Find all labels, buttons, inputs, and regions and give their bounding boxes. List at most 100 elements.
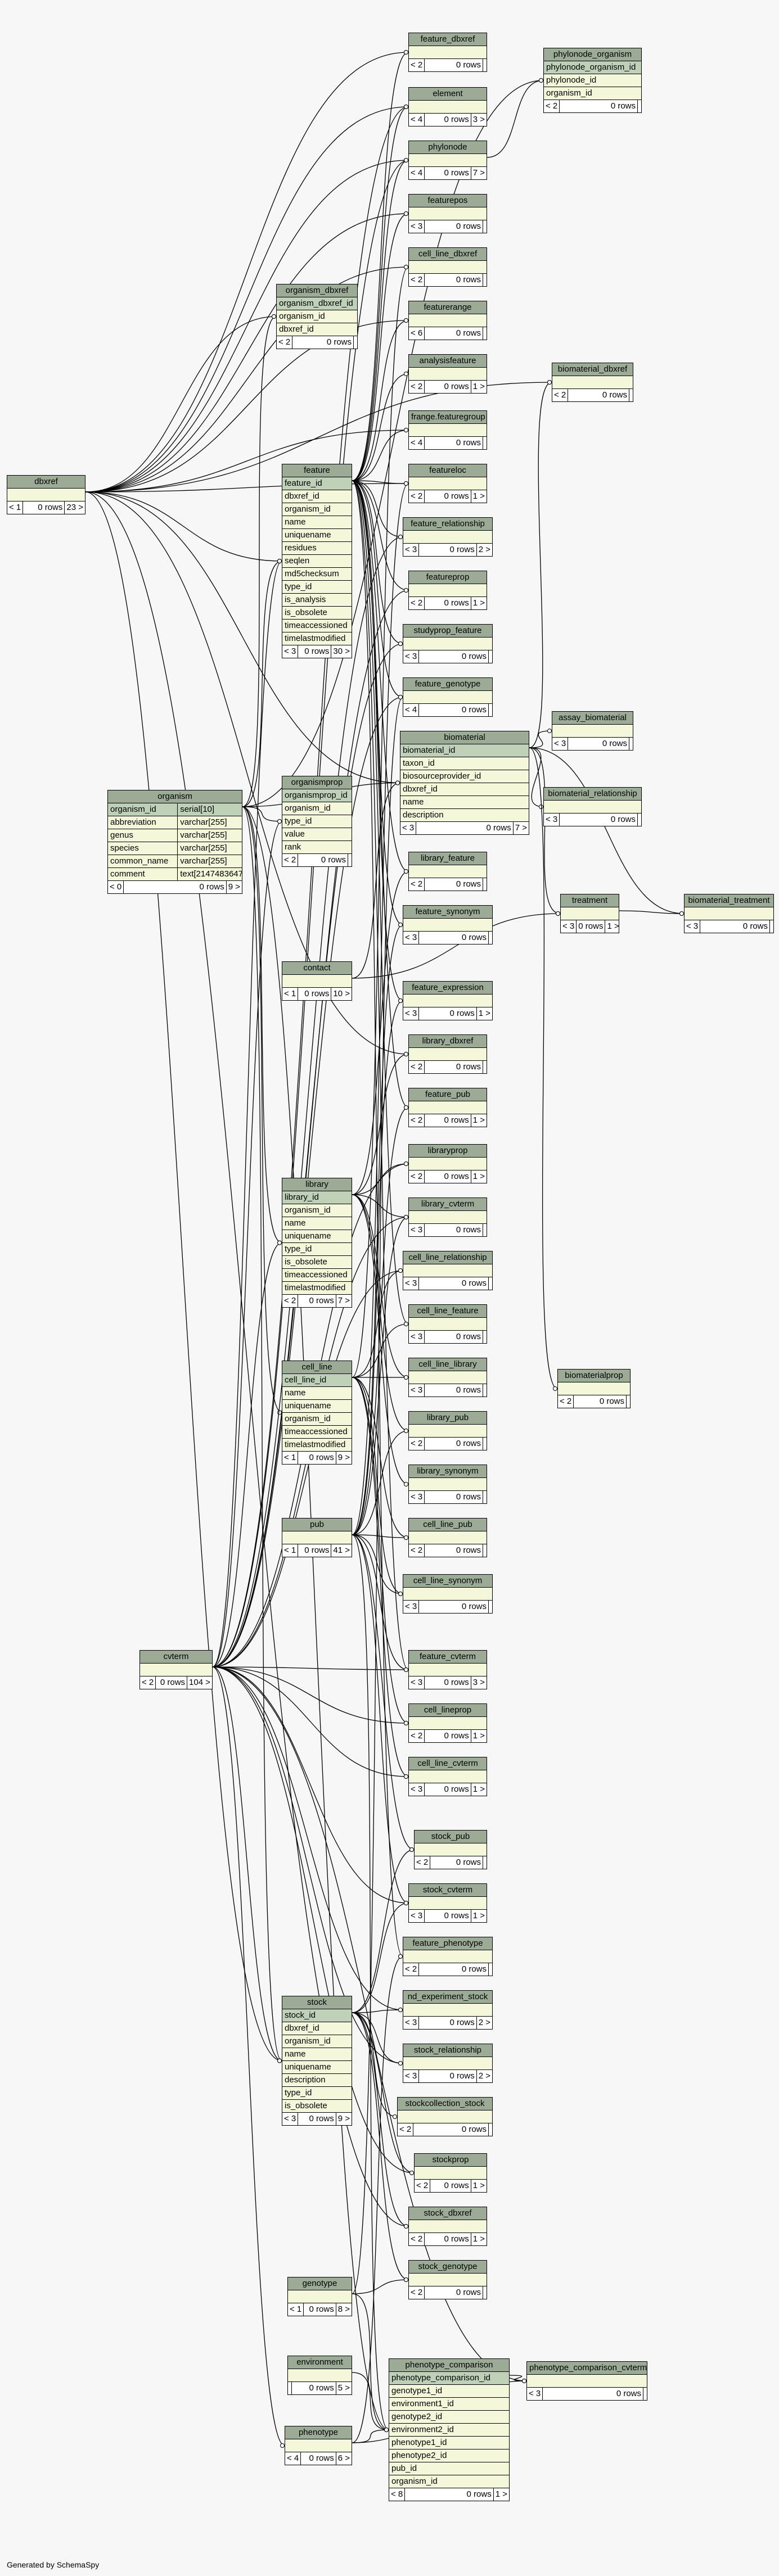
table-title[interactable]: cell_line_library (409, 1358, 487, 1371)
table-column[interactable]: name (282, 516, 352, 529)
primary-key-column[interactable]: cell_line_id (282, 1374, 352, 1387)
table-column[interactable]: organism_id (282, 1413, 352, 1426)
child-count[interactable]: 7 > (337, 1296, 350, 1305)
table-column[interactable]: type_id (282, 815, 352, 828)
table-column[interactable]: organism_id (544, 87, 641, 100)
table-title[interactable]: environment (288, 2356, 352, 2369)
child-count[interactable]: 1 > (472, 2234, 485, 2244)
child-count[interactable]: 1 > (472, 491, 485, 501)
table-title[interactable]: feature_synonym (403, 906, 492, 919)
child-count[interactable]: 23 > (66, 503, 83, 512)
table-title[interactable]: feature_genotype (403, 678, 492, 691)
parent-count[interactable]: < 2 (409, 1114, 425, 1127)
parent-count[interactable]: < 3 (403, 2017, 420, 2029)
parent-count[interactable]: < 3 (409, 1331, 425, 1343)
child-count[interactable]: 9 > (337, 2114, 350, 2123)
table-column[interactable]: dbxref_id (277, 323, 357, 336)
table-column[interactable]: type_id (282, 1243, 352, 1256)
parent-count[interactable]: < 3 (403, 932, 420, 944)
child-count[interactable]: 10 > (333, 989, 350, 998)
primary-key-column[interactable]: library_id (282, 1191, 352, 1204)
child-count[interactable] (629, 738, 633, 750)
parent-count[interactable]: < 4 (409, 114, 425, 126)
primary-key-column[interactable]: biomaterial_id (400, 744, 529, 757)
table-column[interactable]: name (400, 796, 529, 809)
child-count[interactable]: 1 > (472, 598, 485, 608)
parent-count[interactable]: < 3 (282, 645, 299, 658)
table-column[interactable]: organism_id (277, 310, 357, 323)
child-count[interactable]: 1 > (472, 1731, 485, 1741)
table-title[interactable]: organism_dbxref (277, 284, 357, 297)
table-column[interactable]: is_analysis (282, 594, 352, 607)
child-count[interactable]: 1 > (472, 2181, 485, 2190)
table-column[interactable]: uniquename (282, 1230, 352, 1243)
child-count[interactable]: 2 > (478, 2071, 490, 2081)
child-count[interactable]: 2 > (478, 2018, 490, 2027)
table-title[interactable]: cell_line_synonym (403, 1575, 492, 1588)
child-count[interactable]: 41 > (333, 1545, 350, 1555)
table-title[interactable]: stockcollection_stock (398, 2098, 492, 2110)
child-count[interactable]: 3 > (472, 1678, 485, 1687)
child-count[interactable]: 7 > (472, 168, 485, 178)
child-count[interactable] (483, 1061, 487, 1073)
table-title[interactable]: cell_line_dbxref (409, 248, 487, 261)
parent-count[interactable]: < 3 (561, 920, 577, 933)
primary-key-column[interactable]: phenotype_comparison_id (389, 2372, 509, 2385)
table-column[interactable]: environment2_id (389, 2424, 509, 2437)
primary-key-column[interactable]: organism_dbxref_id (277, 297, 357, 310)
table-column[interactable]: is_obsolete (282, 1256, 352, 1269)
parent-count[interactable]: < 3 (527, 2388, 543, 2400)
parent-count[interactable]: < 2 (552, 389, 569, 401)
parent-count[interactable]: < 3 (409, 1676, 425, 1689)
parent-count[interactable]: < 3 (409, 1910, 425, 1922)
table-title[interactable]: cell_line_pub (409, 1519, 487, 1531)
table-column[interactable]: description (282, 2074, 352, 2087)
table-column[interactable]: dbxref_id (282, 2022, 352, 2035)
table-title[interactable]: phenotype (285, 2426, 352, 2439)
primary-key-column[interactable]: stock_id (282, 2009, 352, 2022)
table-column[interactable]: phenotype2_id (389, 2450, 509, 2462)
child-count[interactable] (638, 100, 641, 112)
table-column[interactable]: name (282, 1387, 352, 1400)
table-title[interactable]: stock_cvterm (409, 1884, 487, 1897)
parent-count[interactable]: < 2 (544, 100, 560, 112)
table-title[interactable]: dbxref (7, 476, 85, 489)
table-title[interactable]: contact (282, 962, 352, 975)
parent-count[interactable]: < 3 (685, 920, 701, 933)
parent-count[interactable]: < 2 (140, 1676, 156, 1689)
parent-count[interactable]: < 3 (282, 2113, 299, 2125)
parent-count[interactable]: < 3 (409, 1224, 425, 1236)
table-title[interactable]: feature_relationship (403, 518, 492, 531)
child-count[interactable] (483, 1224, 487, 1236)
parent-count[interactable]: < 3 (400, 822, 417, 834)
table-title[interactable]: organism (108, 790, 242, 803)
table-title[interactable]: treatment (561, 894, 619, 907)
table-title[interactable]: assay_biomaterial (552, 712, 633, 725)
table-column[interactable]: name (282, 2048, 352, 2061)
table-title[interactable]: featureloc (409, 464, 487, 477)
table-column[interactable]: pub_id (389, 2462, 509, 2475)
